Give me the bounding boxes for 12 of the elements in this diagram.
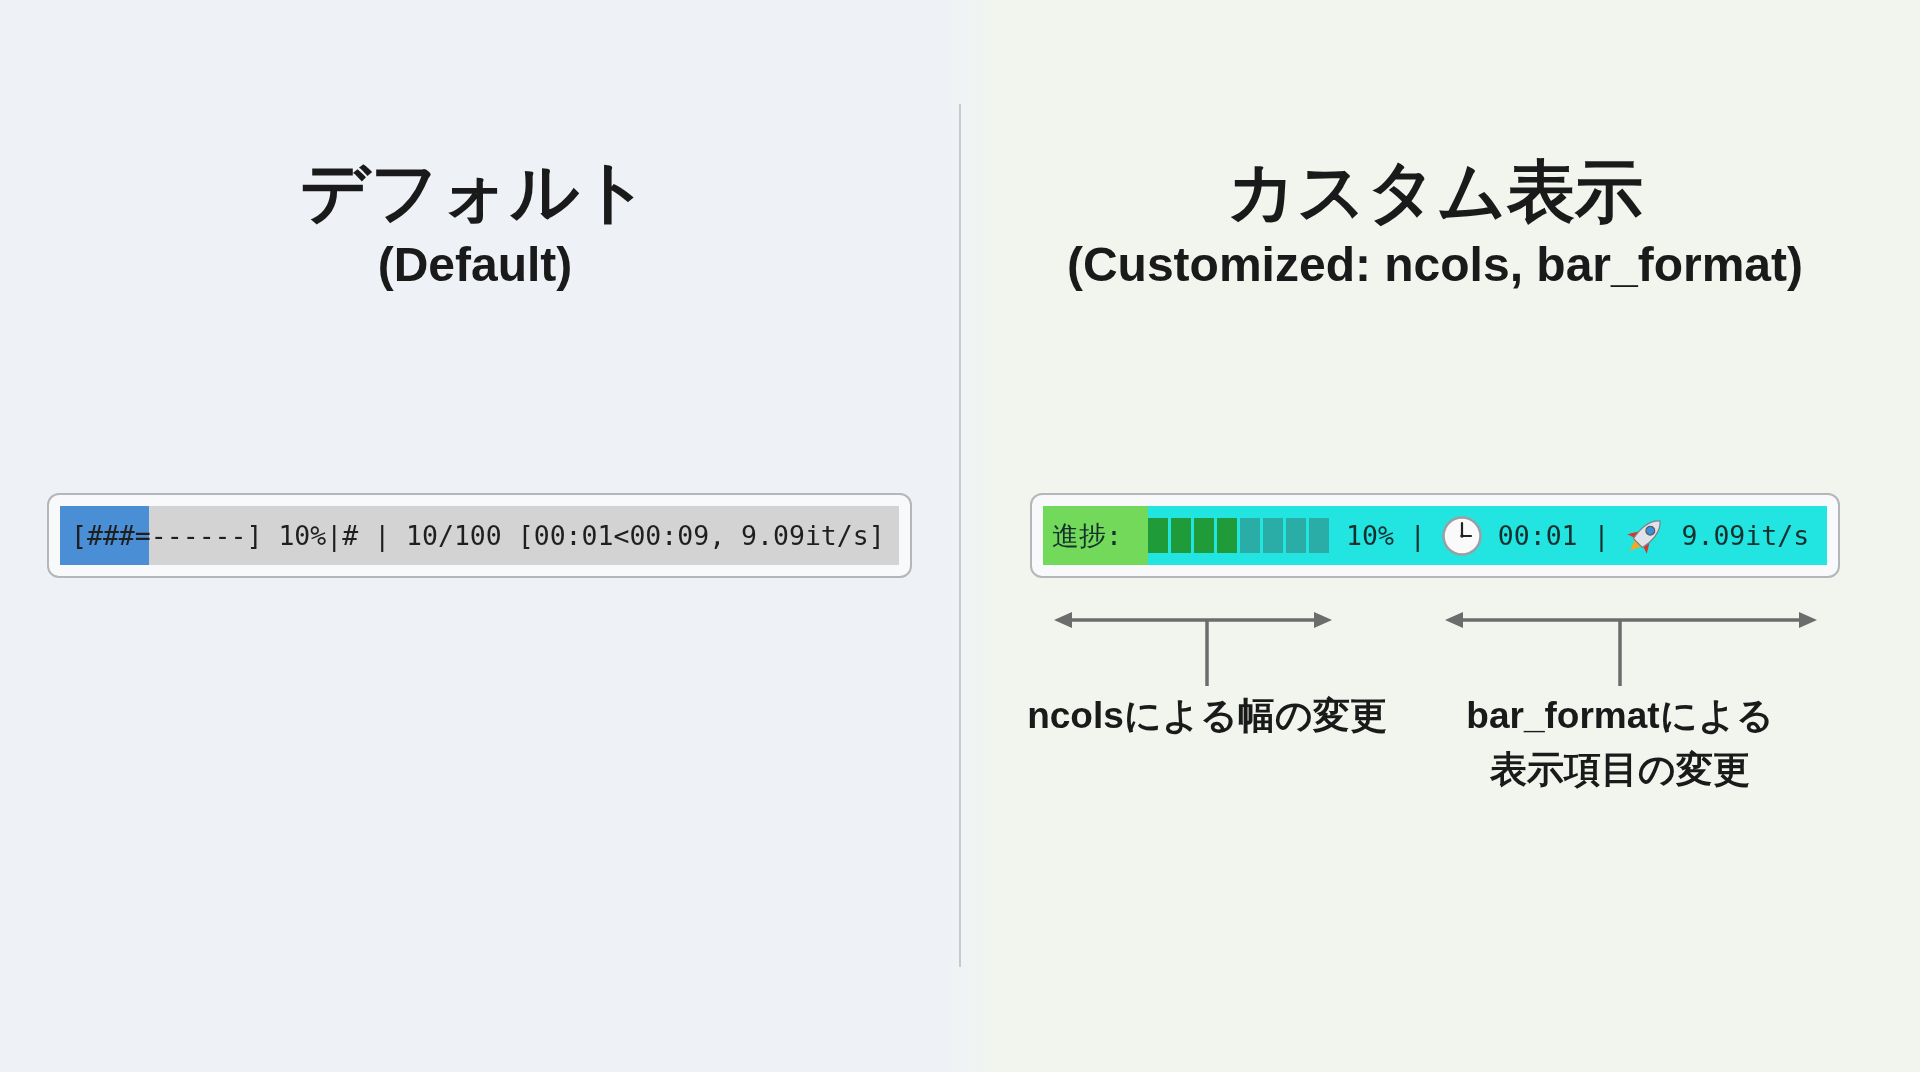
annotation-text: ncolsによる幅の変更 (1026, 694, 1388, 738)
progress-label: 進捗: (1052, 519, 1123, 552)
progress-bar-frame (1030, 493, 1840, 578)
annotation-text: bar_formatによる表示項目の変更 (1465, 694, 1775, 792)
rate-text: 9.09it/s (1681, 519, 1810, 552)
heading: カスタム表示 (1226, 152, 1644, 231)
subheading: (Default) (376, 237, 574, 293)
elapsed-time-text: 00:01 | (1497, 519, 1610, 552)
subheading: (Customized: ncols, bar_format) (1065, 237, 1805, 293)
heading: デフォルト (299, 152, 651, 231)
progress-bar-frame (47, 493, 912, 578)
percent-text: 10% | (1346, 519, 1426, 552)
